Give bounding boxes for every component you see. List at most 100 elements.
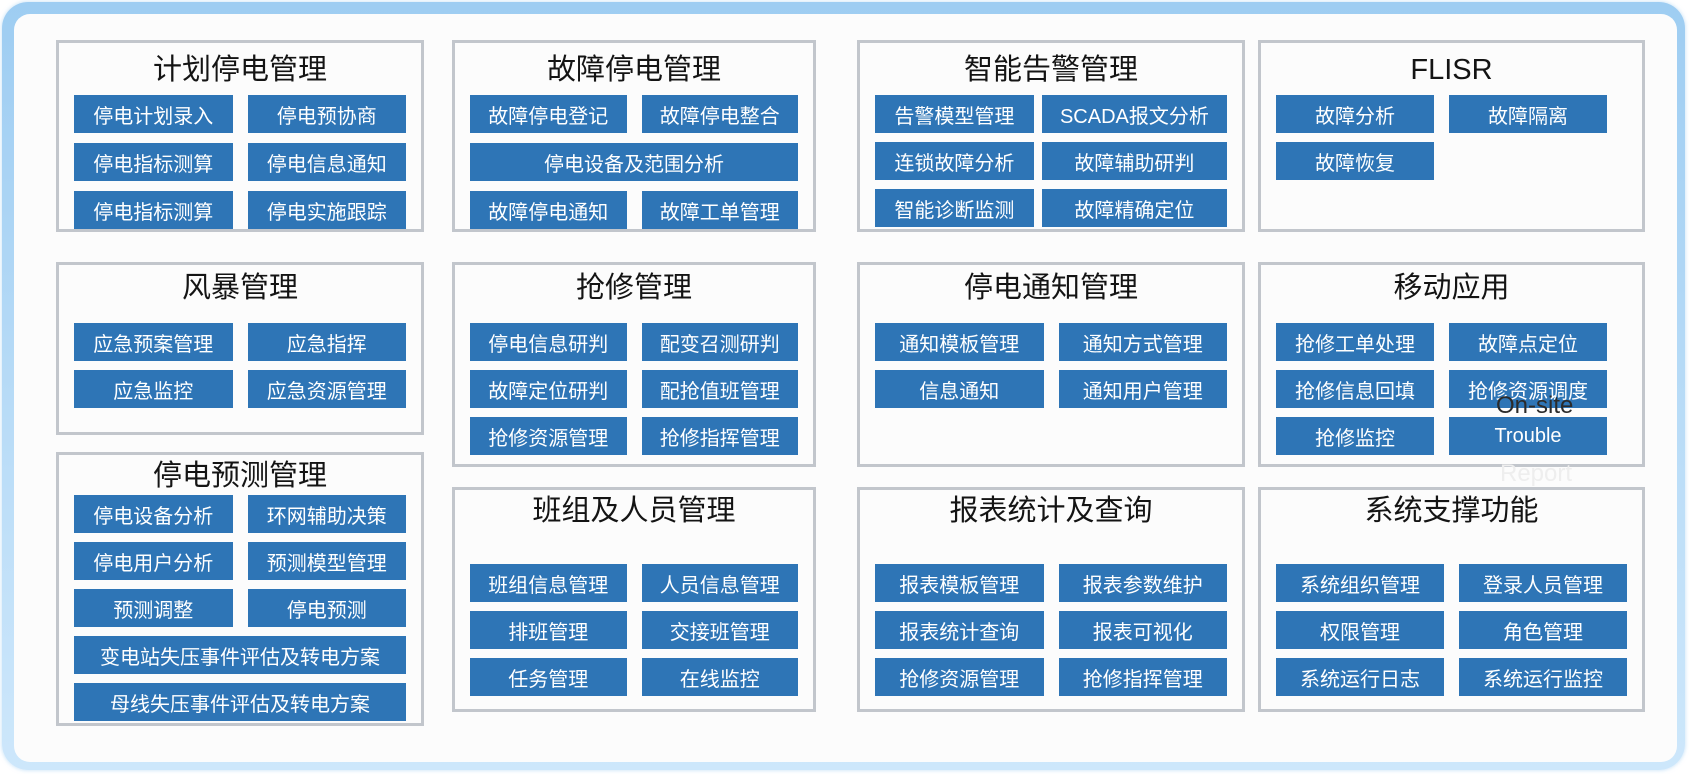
panel-title-team-personnel-mgmt: 班组及人员管理 xyxy=(532,495,736,527)
transformer-callread-judge-button[interactable]: 配变召测研判 xyxy=(641,323,798,361)
notice-template-mgmt-button[interactable]: 通知模板管理 xyxy=(875,323,1044,361)
busbar-voltage-loss-eval-button[interactable]: 母线失压事件评估及转电方案 xyxy=(74,683,406,721)
panel-team-personnel-mgmt: 班组及人员管理班组信息管理人员信息管理排班管理交接班管理任务管理在线监控 xyxy=(452,487,816,712)
panel-title-smart-alarm-mgmt: 智能告警管理 xyxy=(963,54,1138,86)
panel-fault-outage-mgmt: 故障停电管理故障停电登记故障停电整合停电设备及范围分析故障停电通知故障工单管理 xyxy=(452,40,816,232)
repair-resource-dispatch-button[interactable]: 抢修资源调度 xyxy=(1449,370,1607,408)
panel-title-system-support: 系统支撑功能 xyxy=(1364,495,1539,527)
alarm-model-mgmt-button[interactable]: 告警模型管理 xyxy=(875,95,1034,133)
outage-device-analysis-button[interactable]: 停电设备分析 xyxy=(74,495,233,533)
task-mgmt-button[interactable]: 任务管理 xyxy=(470,658,627,696)
fault-precise-locate-button[interactable]: 故障精确定位 xyxy=(1041,189,1227,227)
repair-duty-mgmt-button[interactable]: 配抢值班管理 xyxy=(641,370,798,408)
report-param-maintain-button[interactable]: 报表参数维护 xyxy=(1058,564,1227,602)
smart-diagnosis-monitor-button[interactable]: 智能诊断监测 xyxy=(875,189,1034,227)
panel-title-repair-mgmt: 抢修管理 xyxy=(575,272,692,304)
panel-repair-mgmt: 抢修管理停电信息研判配变召测研判故障定位研判配抢值班管理抢修资源管理抢修指挥管理 xyxy=(452,262,816,467)
fault-point-locate-button[interactable]: 故障点定位 xyxy=(1449,323,1607,361)
trouble-report-button[interactable]: Trouble xyxy=(1449,417,1607,455)
notice-user-mgmt-button[interactable]: 通知用户管理 xyxy=(1058,370,1227,408)
info-notice-button[interactable]: 信息通知 xyxy=(875,370,1044,408)
substation-voltage-loss-eval-button[interactable]: 变电站失压事件评估及转电方案 xyxy=(74,636,406,674)
repair-command-mgmt-2-button[interactable]: 抢修指挥管理 xyxy=(1058,658,1227,696)
repair-monitor-button[interactable]: 抢修监控 xyxy=(1276,417,1434,455)
personnel-info-mgmt-button[interactable]: 人员信息管理 xyxy=(641,564,798,602)
report-stats-query-button[interactable]: 报表统计查询 xyxy=(875,611,1044,649)
outage-index-calc-1-button[interactable]: 停电指标测算 xyxy=(74,143,233,181)
panel-planned-outage-mgmt: 计划停电管理停电计划录入停电预协商停电指标测算停电信息通知停电指标测算停电实施跟… xyxy=(56,40,424,232)
panel-system-support: 系统支撑功能系统组织管理登录人员管理权限管理角色管理系统运行日志系统运行监控 xyxy=(1258,487,1645,712)
button-grid: 报表模板管理报表参数维护报表统计查询报表可视化抢修资源管理抢修指挥管理 xyxy=(860,564,1242,696)
outage-forecast-button[interactable]: 停电预测 xyxy=(247,589,406,627)
fault-locate-judge-button[interactable]: 故障定位研判 xyxy=(470,370,627,408)
shift-mgmt-button[interactable]: 排班管理 xyxy=(470,611,627,649)
panel-report-stats-query: 报表统计及查询报表模板管理报表参数维护报表统计查询报表可视化抢修资源管理抢修指挥… xyxy=(857,487,1245,712)
repair-resource-mgmt-2-button[interactable]: 抢修资源管理 xyxy=(875,658,1044,696)
fault-isolation-button[interactable]: 故障隔离 xyxy=(1449,95,1607,133)
ringnet-assist-decision-button[interactable]: 环网辅助决策 xyxy=(247,495,406,533)
notice-method-mgmt-button[interactable]: 通知方式管理 xyxy=(1058,323,1227,361)
repair-resource-mgmt-button[interactable]: 抢修资源管理 xyxy=(470,417,627,455)
emergency-command-button[interactable]: 应急指挥 xyxy=(247,323,406,361)
button-grid: 应急预案管理应急指挥应急监控应急资源管理 xyxy=(59,323,421,408)
button-grid: 故障停电登记故障停电整合停电设备及范围分析故障停电通知故障工单管理 xyxy=(455,95,813,229)
panel-title-report-stats-query: 报表统计及查询 xyxy=(949,495,1153,527)
panel-outage-notice-mgmt: 停电通知管理通知模板管理通知方式管理信息通知通知用户管理 xyxy=(857,262,1245,467)
fault-recovery-button[interactable]: 故障恢复 xyxy=(1276,142,1434,180)
emergency-resource-mgmt-button[interactable]: 应急资源管理 xyxy=(247,370,406,408)
button-grid: 停电计划录入停电预协商停电指标测算停电信息通知停电指标测算停电实施跟踪 xyxy=(59,95,421,229)
outage-info-notice-button[interactable]: 停电信息通知 xyxy=(247,143,406,181)
repair-command-mgmt-button[interactable]: 抢修指挥管理 xyxy=(641,417,798,455)
panel-outage-forecast-mgmt: 停电预测管理停电设备分析环网辅助决策停电用户分析预测模型管理预测调整停电预测变电… xyxy=(56,452,424,726)
emergency-plan-mgmt-button[interactable]: 应急预案管理 xyxy=(74,323,233,361)
button-grid: 通知模板管理通知方式管理信息通知通知用户管理 xyxy=(860,323,1242,408)
system-org-mgmt-button[interactable]: 系统组织管理 xyxy=(1276,564,1444,602)
login-personnel-mgmt-button[interactable]: 登录人员管理 xyxy=(1459,564,1627,602)
outage-implement-track-button[interactable]: 停电实施跟踪 xyxy=(247,191,406,229)
outage-pre-consult-button[interactable]: 停电预协商 xyxy=(247,95,406,133)
panel-title-fault-outage-mgmt: 故障停电管理 xyxy=(546,54,721,86)
button-grid: 班组信息管理人员信息管理排班管理交接班管理任务管理在线监控 xyxy=(455,564,813,696)
fault-outage-merge-button[interactable]: 故障停电整合 xyxy=(641,95,798,133)
permission-mgmt-button[interactable]: 权限管理 xyxy=(1276,611,1444,649)
fault-workorder-mgmt-button[interactable]: 故障工单管理 xyxy=(641,191,798,229)
forecast-adjust-button[interactable]: 预测调整 xyxy=(74,589,233,627)
system-run-log-button[interactable]: 系统运行日志 xyxy=(1276,658,1444,696)
panel-title-outage-forecast-mgmt: 停电预测管理 xyxy=(152,460,327,492)
panel-flisr: FLISR 故障分析故障隔离故障恢复 xyxy=(1258,40,1645,232)
button-grid: 系统组织管理登录人员管理权限管理角色管理系统运行日志系统运行监控 xyxy=(1261,564,1642,696)
system-run-monitor-button[interactable]: 系统运行监控 xyxy=(1459,658,1627,696)
button-grid: 停电信息研判配变召测研判故障定位研判配抢值班管理抢修资源管理抢修指挥管理 xyxy=(455,323,813,455)
repair-workorder-handle-button[interactable]: 抢修工单处理 xyxy=(1276,323,1434,361)
button-grid: 停电设备分析环网辅助决策停电用户分析预测模型管理预测调整停电预测变电站失压事件评… xyxy=(59,495,421,721)
fault-outage-notice-button[interactable]: 故障停电通知 xyxy=(470,191,627,229)
outage-info-judge-button[interactable]: 停电信息研判 xyxy=(470,323,627,361)
fault-analysis-button[interactable]: 故障分析 xyxy=(1276,95,1434,133)
panel-title-flisr: FLISR xyxy=(1410,54,1493,86)
button-grid: 抢修工单处理故障点定位抢修信息回填抢修资源调度抢修监控 Trouble xyxy=(1261,323,1642,455)
forecast-model-mgmt-button[interactable]: 预测模型管理 xyxy=(247,542,406,580)
role-mgmt-button[interactable]: 角色管理 xyxy=(1459,611,1627,649)
scada-message-analysis-button[interactable]: SCADA报文分析 xyxy=(1041,95,1227,133)
outage-device-scope-analysis-button[interactable]: 停电设备及范围分析 xyxy=(470,143,798,181)
outage-user-analysis-button[interactable]: 停电用户分析 xyxy=(74,542,233,580)
fault-assist-judge-button[interactable]: 故障辅助研判 xyxy=(1041,142,1227,180)
panel-title-outage-notice-mgmt: 停电通知管理 xyxy=(963,272,1138,304)
outage-index-calc-2-button[interactable]: 停电指标测算 xyxy=(74,191,233,229)
button-grid: 故障分析故障隔离故障恢复 xyxy=(1261,95,1642,180)
fault-outage-register-button[interactable]: 故障停电登记 xyxy=(470,95,627,133)
report-template-mgmt-button[interactable]: 报表模板管理 xyxy=(875,564,1044,602)
outage-plan-entry-button[interactable]: 停电计划录入 xyxy=(74,95,233,133)
repair-info-backfill-button[interactable]: 抢修信息回填 xyxy=(1276,370,1434,408)
report-visualization-button[interactable]: 报表可视化 xyxy=(1058,611,1227,649)
overflow-text-on-site: On-site xyxy=(1496,392,1574,419)
cascade-fault-analysis-button[interactable]: 连锁故障分析 xyxy=(875,142,1034,180)
emergency-monitor-button[interactable]: 应急监控 xyxy=(74,370,233,408)
team-info-mgmt-button[interactable]: 班组信息管理 xyxy=(470,564,627,602)
online-monitor-button[interactable]: 在线监控 xyxy=(641,658,798,696)
shift-handover-mgmt-button[interactable]: 交接班管理 xyxy=(641,611,798,649)
